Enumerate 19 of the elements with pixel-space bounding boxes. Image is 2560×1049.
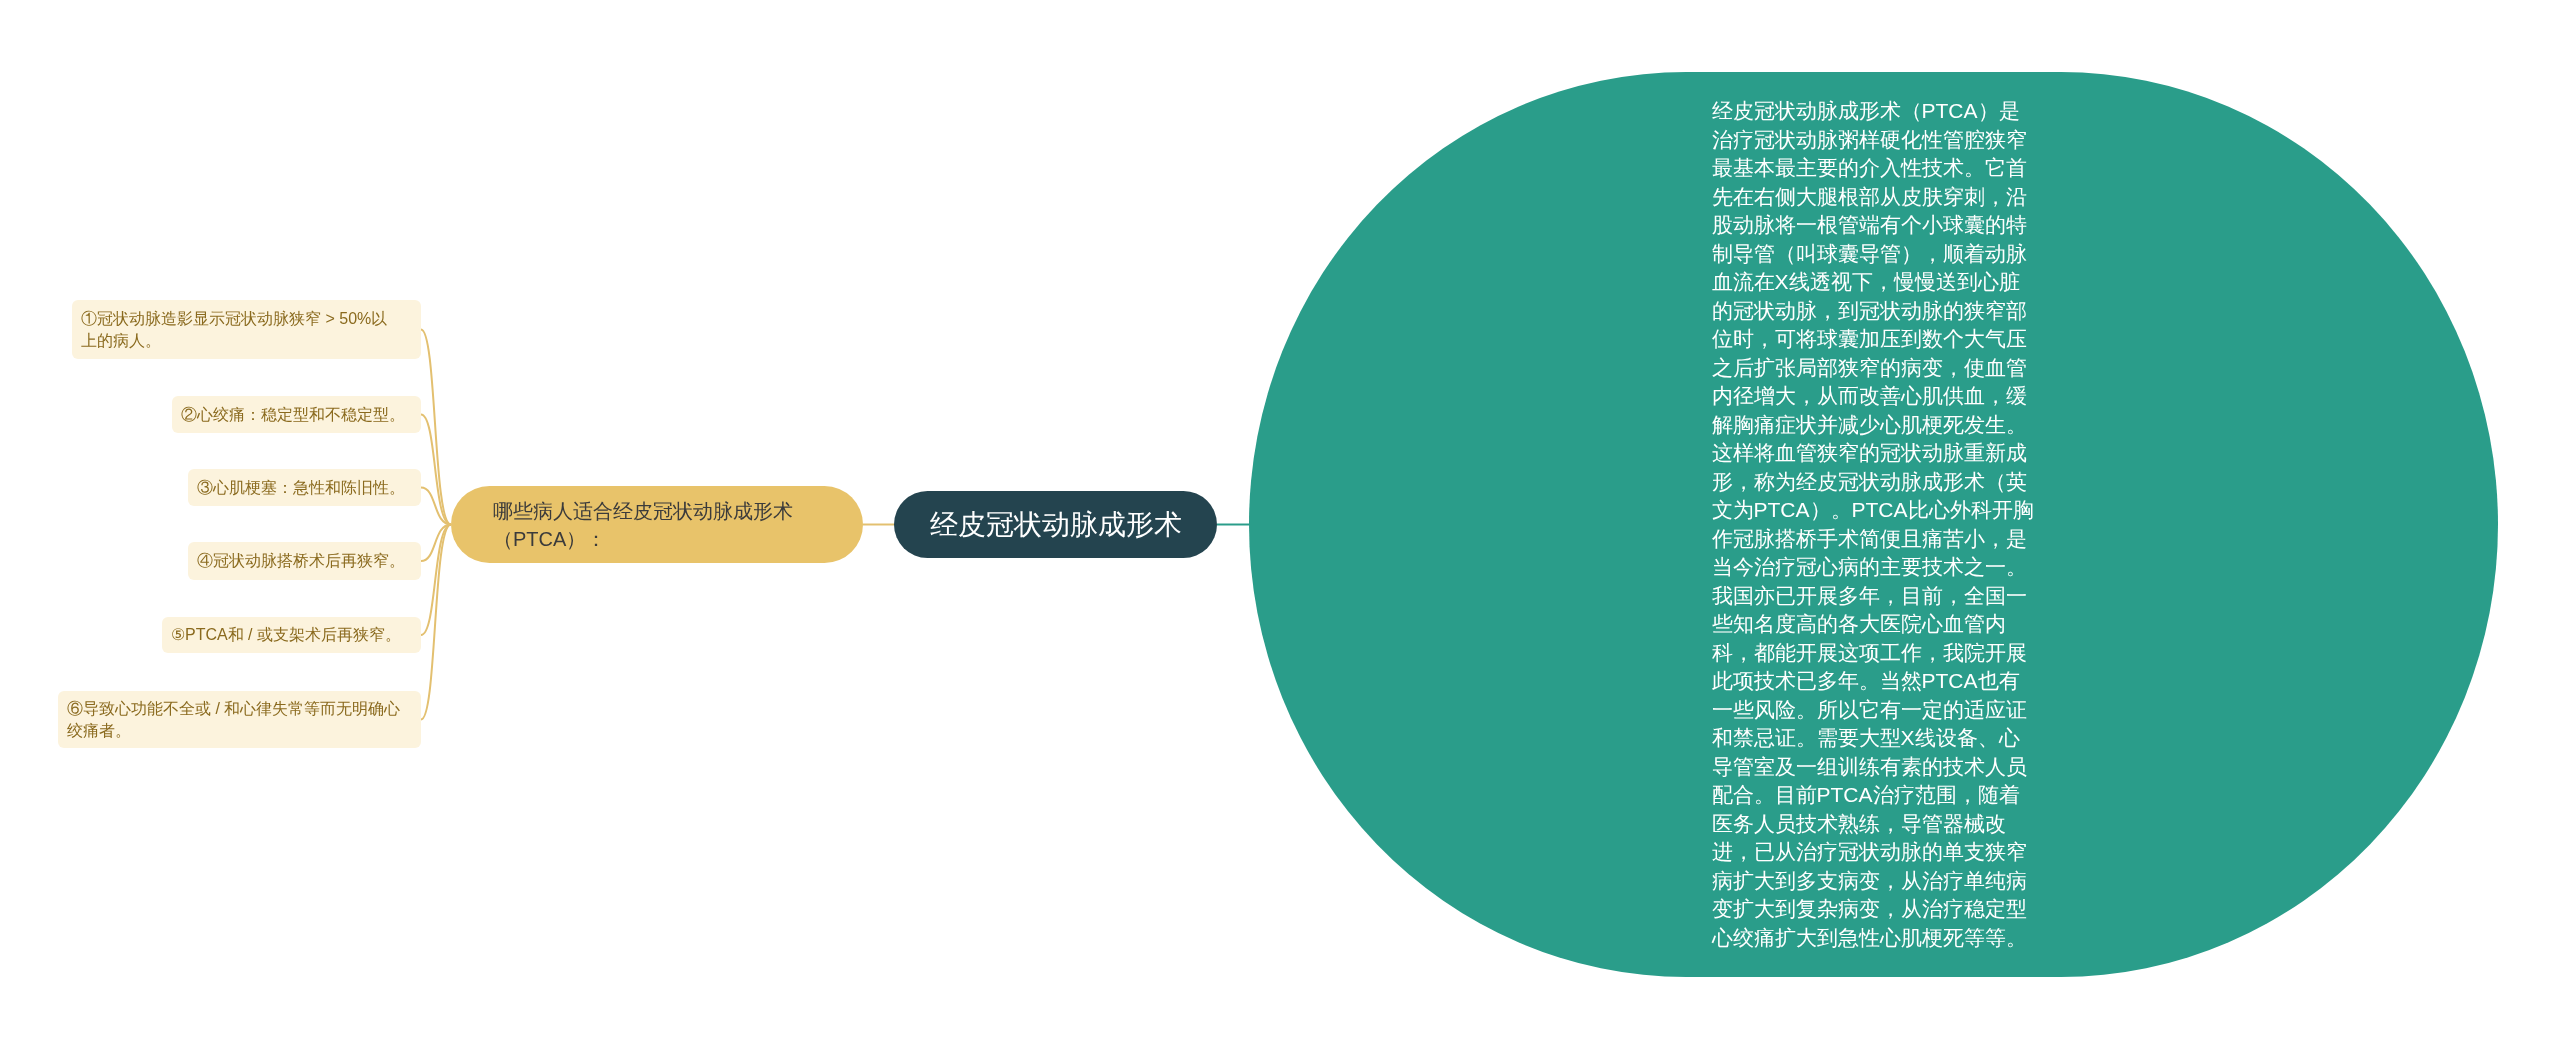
list-item-text: ①冠状动脉造影显示冠状动脉狭窄 > 50%以上的病人。 — [81, 308, 389, 351]
description-paragraph: 经皮冠状动脉成形术（PTCA）是治疗冠状动脉粥样硬化性管腔狭窄最基本最主要的介入性技术。它首先在右侧大腿根部从皮肤穿刺，沿股动脉将一根管端有个小球囊的特制导管（叫球囊导管），顺着动脉血流在X线透视下，慢慢送到心脏的冠状动脉，到冠状动脉的狭窄部位时，可将球囊加压到数个大气压之后扩张局部狭窄的病变，使血管内径增大，从而改善心肌供血，缓解胸痛症状并减少心肌梗死发生。这样将血管狭窄的冠状动脉重新成形，称为经皮冠状动脉成形术（英文为PTCA）。PTCA比心外科开胸作冠脉搭桥手术简便且痛苦小，是当今治疗冠心病的主要技术之一。我国亦已开展多年，目前，全国一些知名度高的各大医院心血管内科，都能开展这项工作，我院开展此项技术已多年。当然PTCA也有一些风险。所以它有一定的适应证和禁忌证。需要大型X线设备、心导管室及一组训练有素的技术人员配合。目前PTCA治疗范围，随着医务人员技术熟练，导管器械改进，已从治疗冠状动脉的单支狭窄病扩大到多支病变，从治疗单纯病变扩大到复杂病变，从治疗稳定型心绞痛扩大到急性心肌梗死等等。 — [1711, 98, 2035, 951]
list-item-text: ⑥导致心功能不全或 / 和心律失常等而无明确心绞痛者。 — [67, 698, 402, 741]
subtopic-card — [58, 691, 421, 748]
connector-line — [420, 523, 452, 721]
list-item-text: ⑤PTCA和 / 或支架术后再狭窄。 — [171, 625, 401, 645]
list-item-text: ③心肌梗塞：急性和陈旧性。 — [197, 477, 405, 498]
subtopic-card — [162, 617, 421, 653]
list-item-text: ②心绞痛：稳定型和不稳定型。 — [181, 404, 405, 425]
list-item-text: ④冠状动脉搭桥术后再狭窄。 — [197, 551, 405, 571]
subtopic-card — [188, 469, 421, 506]
connector-line — [1216, 523, 1250, 526]
topic-title: 经皮冠状动脉成形术 — [929, 507, 1182, 542]
subtopic-card — [188, 542, 421, 580]
branch-label: 哪些病人适合经皮冠状动脉成形术（PTCA）： — [493, 498, 794, 552]
connector-line — [420, 328, 452, 526]
subtopic-card — [172, 396, 421, 433]
subtopic-card — [72, 300, 421, 359]
connector-line — [862, 523, 895, 526]
